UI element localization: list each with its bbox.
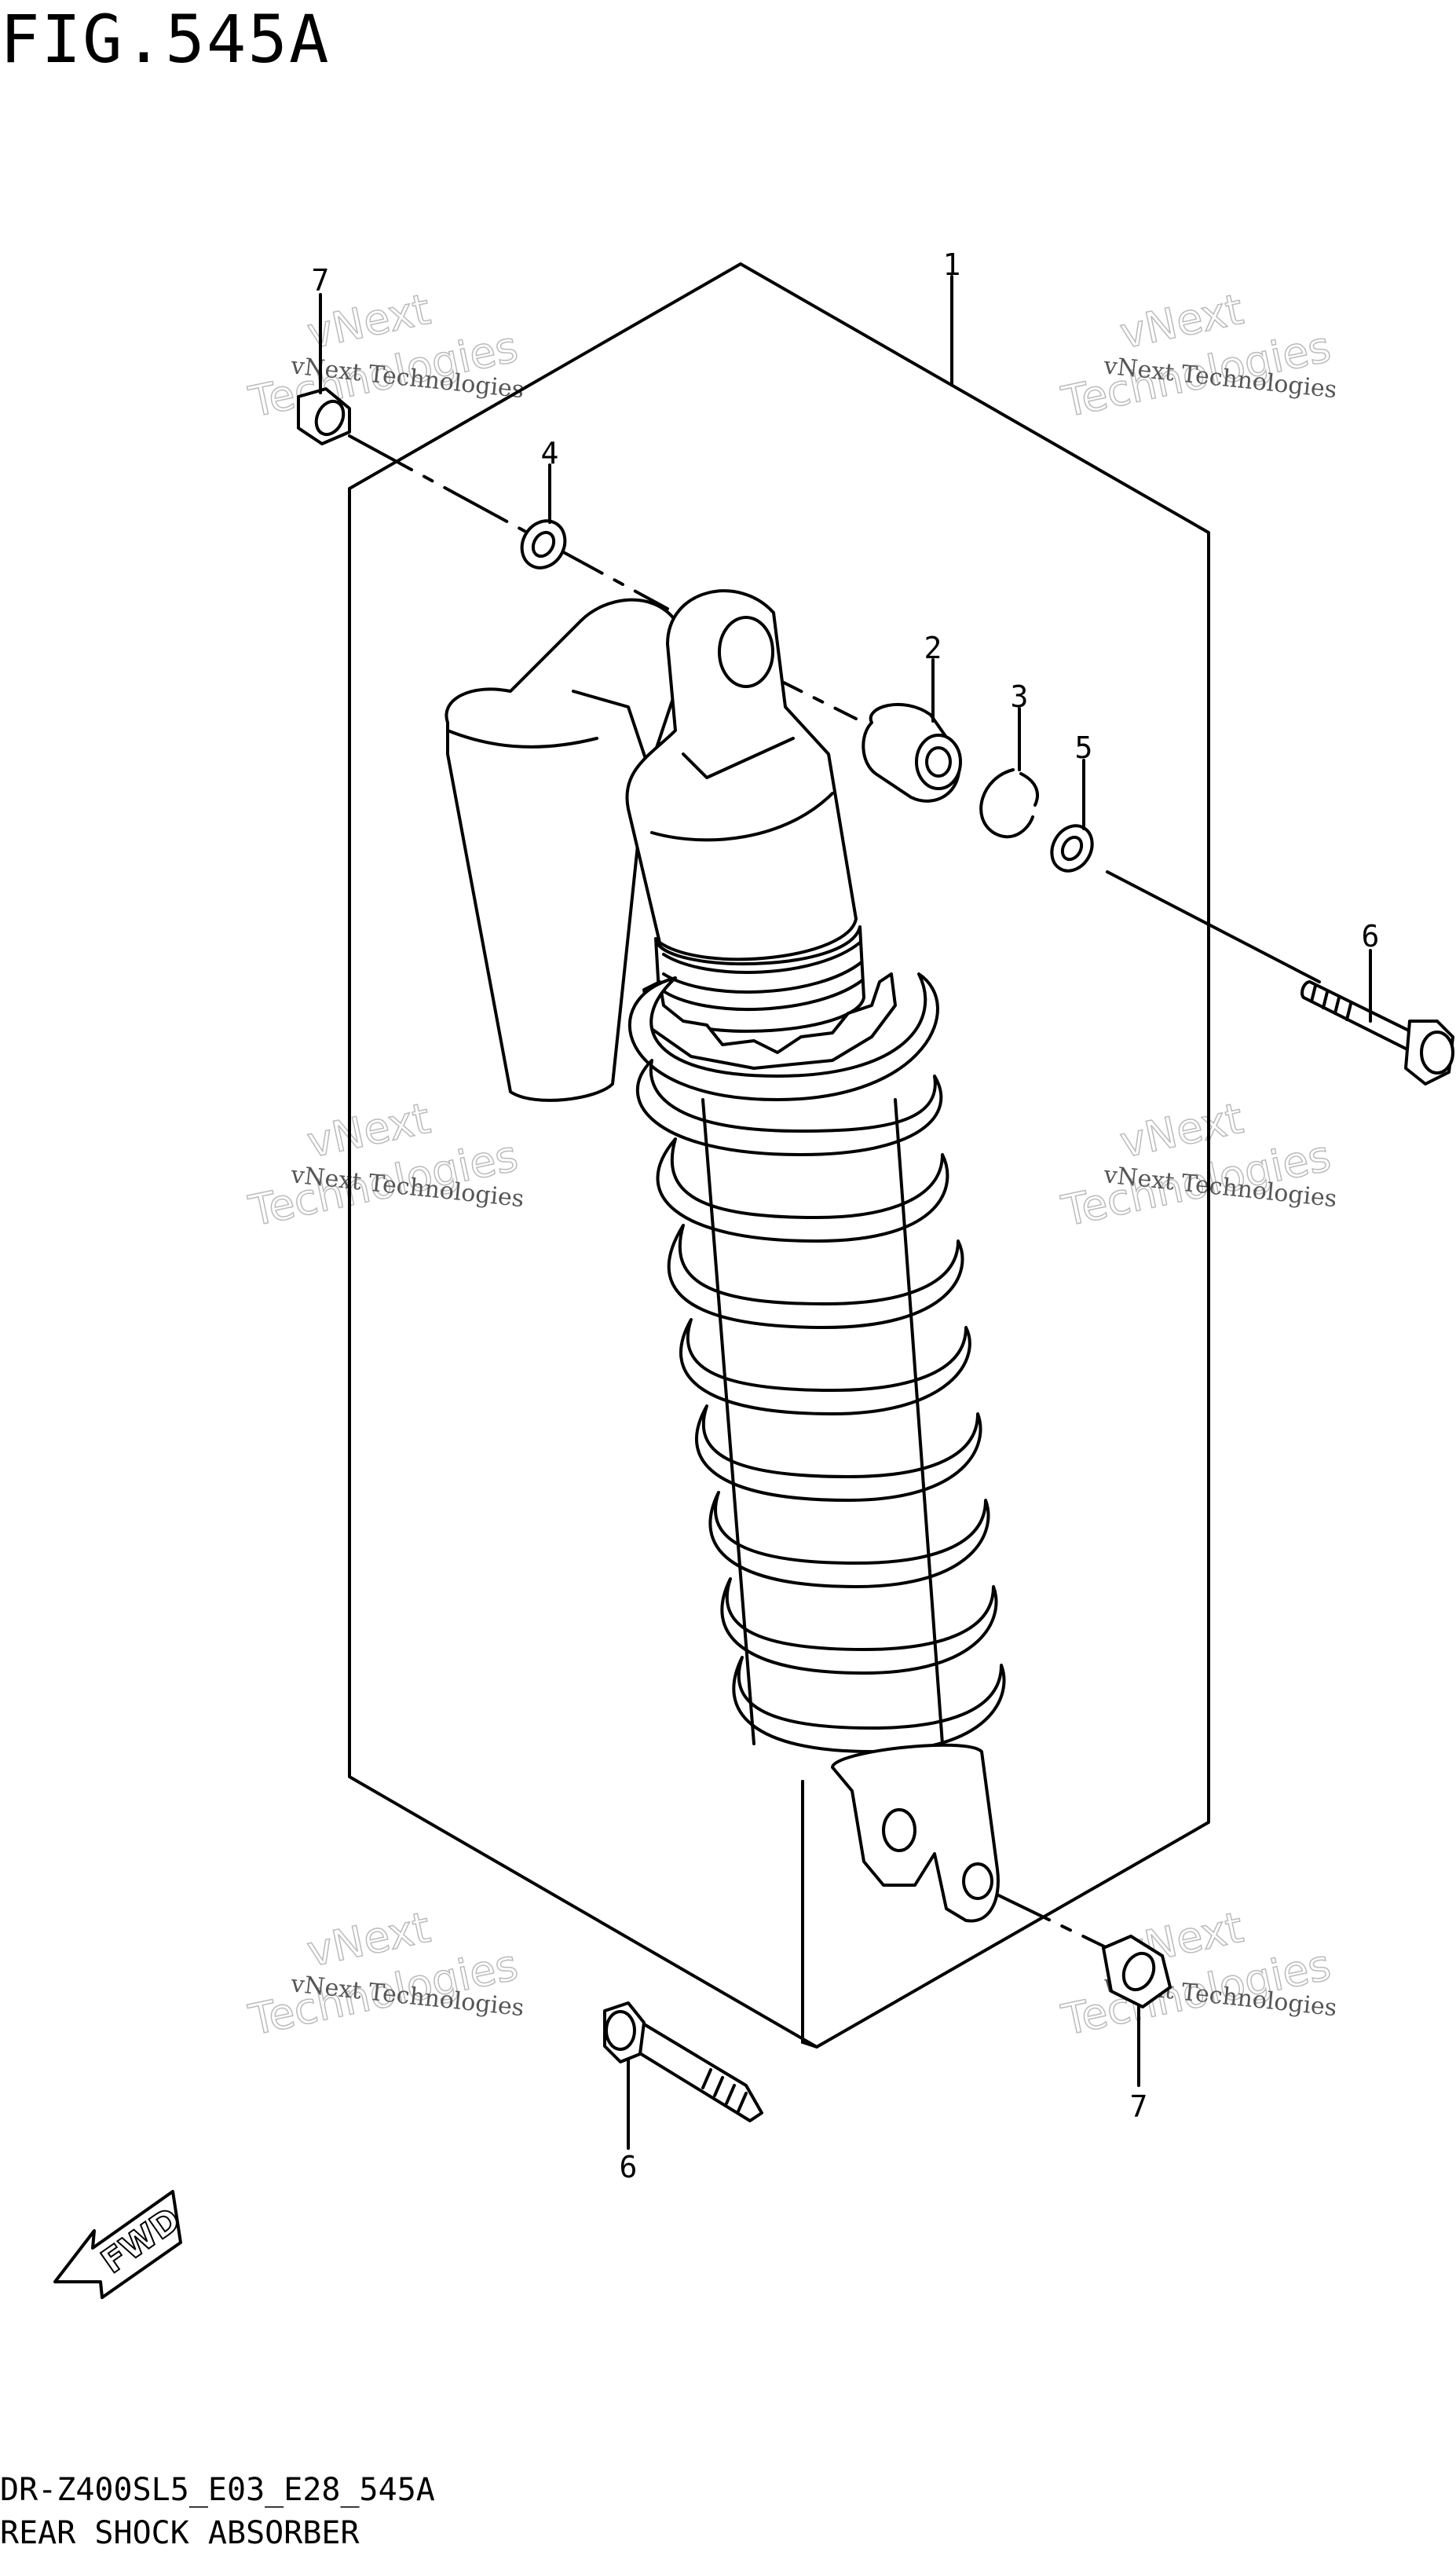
shock-body [625,589,897,1070]
callout-3: 3 [1011,679,1029,714]
callout-leaders [319,275,1372,2150]
watermark: vNext Technologies vNext Technologies [244,1902,525,2045]
callout-1: 1 [943,247,961,282]
nut-upper [297,387,351,445]
watermark: vNext Technologies vNext Technologies [1057,1902,1338,2045]
watermark: vNext Technologies vNext Technologies [1057,284,1338,427]
nut-lower [1102,1935,1172,2008]
callout-7-upper: 7 [312,263,330,298]
callout-6-upper: 6 [1362,919,1380,954]
coil-spring [627,972,1006,1753]
callout-4: 4 [541,436,559,470]
washer-lower [1050,824,1094,873]
assembly-outline [348,262,1210,2049]
diagram-name: REAR SHOCK ABSORBER [0,2515,360,2551]
bolt-lower [603,2001,763,2122]
diagram-code: DR-Z400SL5_E03_E28_545A [0,2472,435,2508]
watermark: vNext Technologies vNext Technologies [244,1093,525,1236]
callout-7-lower: 7 [1130,2089,1148,2124]
watermark-group: vNext Technologies vNext Technologies vN… [244,284,1338,2045]
lower-clevis [831,1743,1000,1923]
bolt-upper [1301,980,1454,1086]
callout-2: 2 [924,631,942,665]
shock-reservoir [444,598,693,1102]
callout-5: 5 [1075,730,1093,765]
lower-bracket-line [801,1780,818,2049]
figure-title: FIG.545A [0,1,331,78]
watermark: vNext Technologies vNext Technologies [244,284,525,427]
watermark: vNext Technologies vNext Technologies [1057,1093,1338,1236]
circlip [979,768,1039,839]
fwd-arrow-icon: FWD [53,2190,188,2299]
washer-upper [520,519,567,569]
bushing [862,702,962,803]
callout-6-lower: 6 [620,2150,638,2184]
